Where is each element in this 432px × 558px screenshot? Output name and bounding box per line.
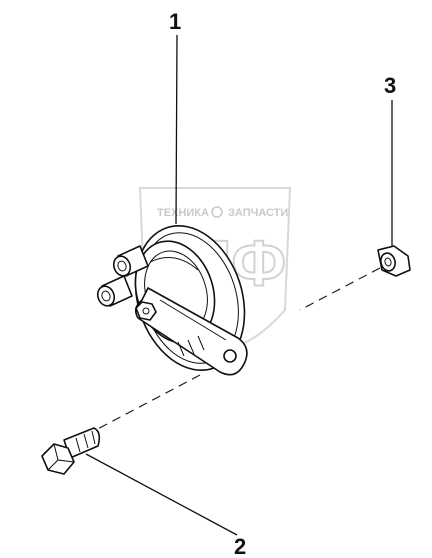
callout-3: 3 — [384, 73, 396, 98]
assembly-line-left — [91, 374, 201, 433]
watermark-text-right: ЗАПЧАСТИ — [228, 207, 288, 219]
terminal-lower — [96, 275, 133, 307]
assembly-line-right — [299, 267, 381, 311]
callout-1: 1 — [169, 9, 181, 34]
horn-assembly — [96, 225, 248, 376]
callout-2: 2 — [234, 534, 246, 558]
leader-line-2 — [85, 453, 238, 536]
flange-nut — [377, 245, 411, 277]
hex-bolt — [41, 427, 101, 475]
terminal-upper — [112, 245, 149, 277]
watermark-text-left: ТЕХНИКА — [157, 207, 209, 219]
leader-line-1 — [175, 34, 178, 225]
watermark-dot-icon — [211, 206, 223, 218]
